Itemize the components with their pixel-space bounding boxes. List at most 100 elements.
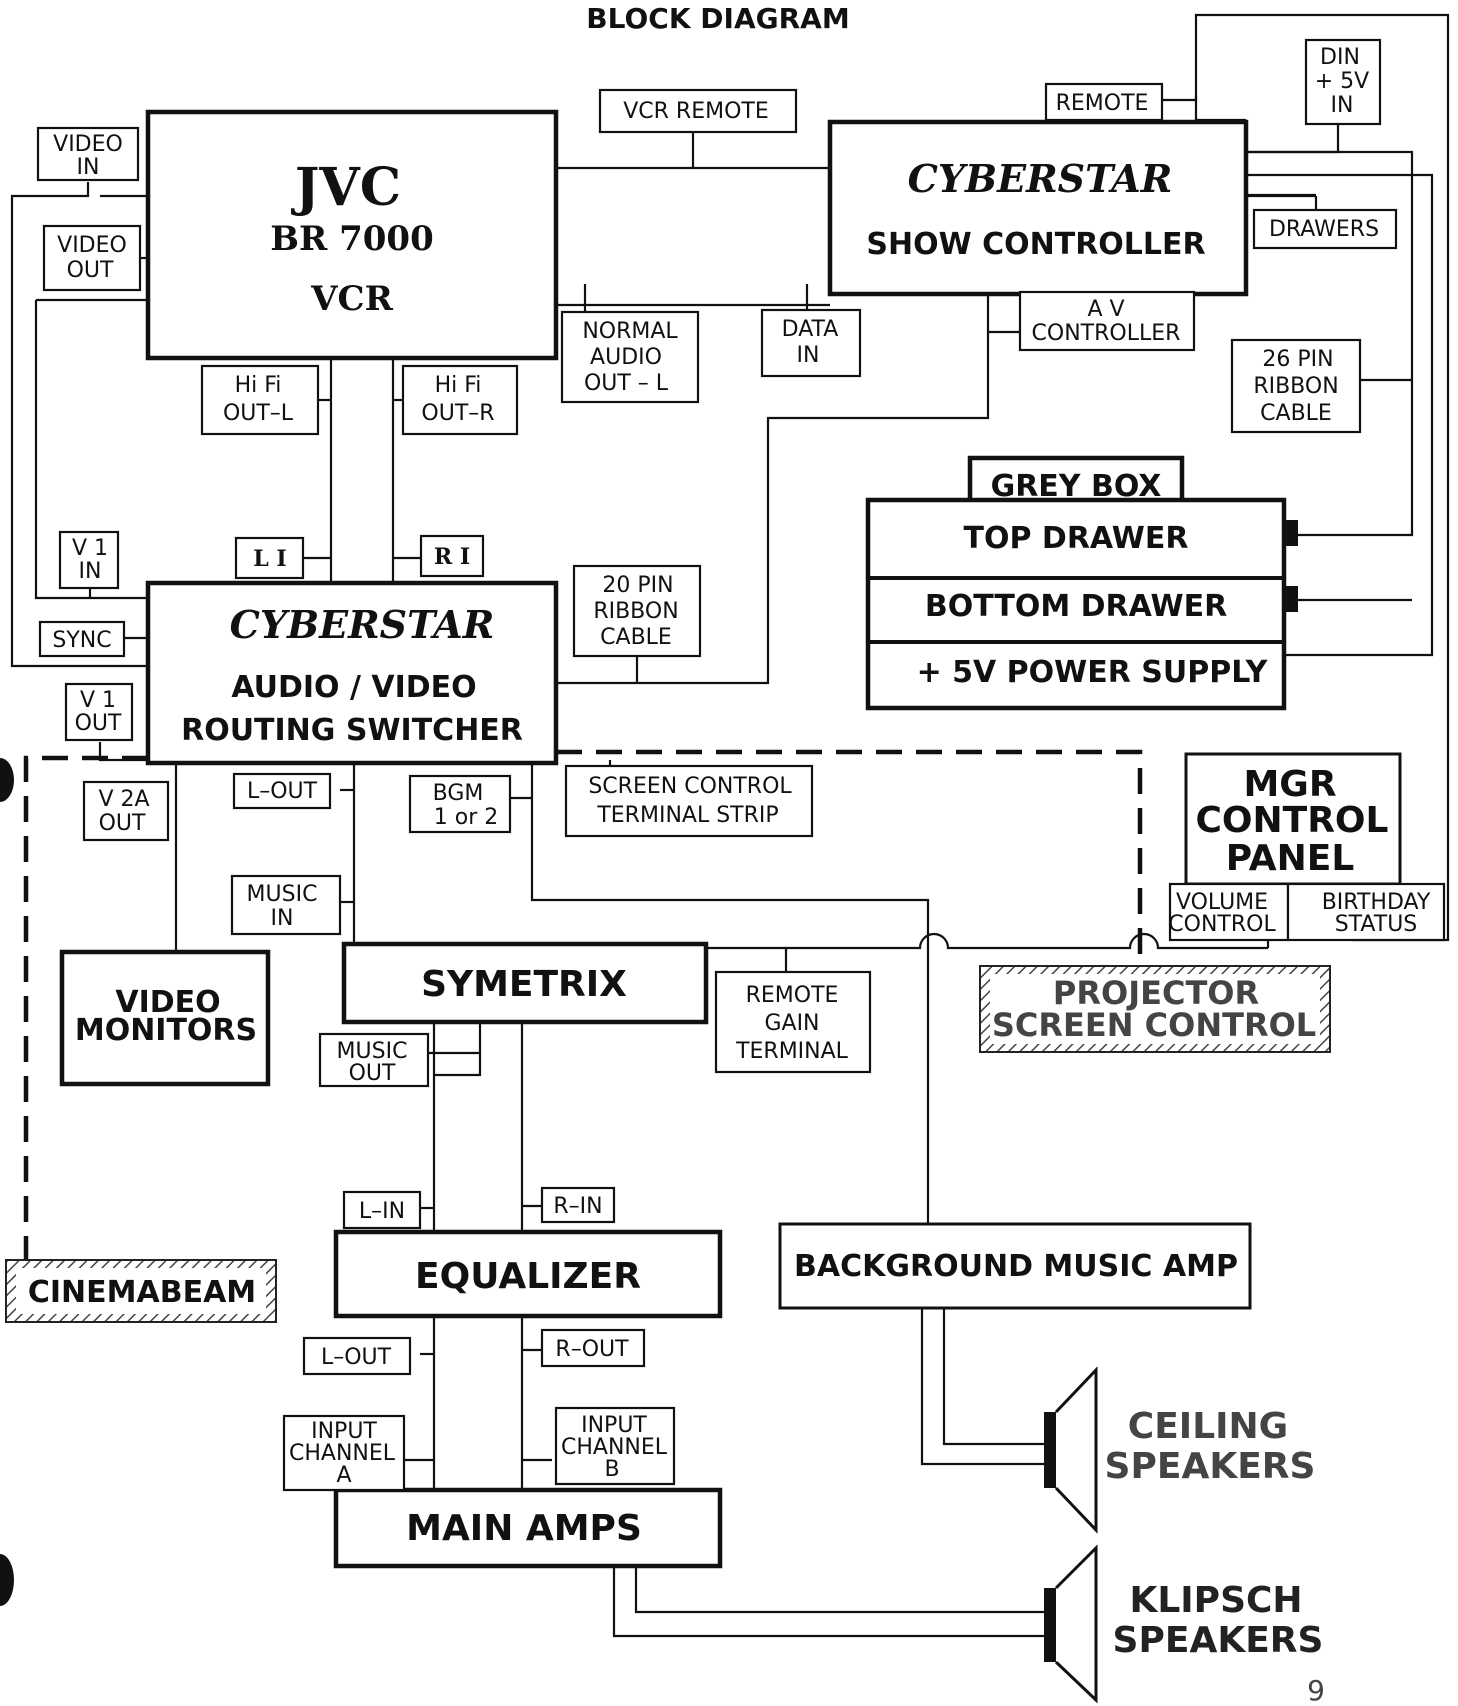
svg-text:V 2A: V 2A [98,787,149,812]
equalizer-r-in-label: R–IN [540,1186,616,1224]
ribbon-20pin-label: 20 PIN RIBBON CABLE [572,564,702,658]
v1-out-label: V 1 OUT [64,682,134,742]
svg-text:R–IN: R–IN [553,1194,602,1219]
svg-text:+ 5V: + 5V [1315,69,1369,94]
symetrix-block: SYMETRIX [341,941,709,1025]
svg-text:L–OUT: L–OUT [247,779,318,804]
svg-text:OUT: OUT [75,711,122,736]
svg-text:DIN: DIN [1320,45,1360,70]
svg-text:CHANNEL: CHANNEL [561,1435,668,1460]
svg-text:CABLE: CABLE [600,625,672,650]
svg-text:B: B [604,1457,619,1482]
svg-text:INPUT: INPUT [581,1413,647,1438]
av-controller-label: A V CONTROLLER [1018,290,1196,352]
svg-text:A: A [336,1463,351,1488]
svg-text:OUT–L: OUT–L [223,401,294,426]
klipsch-speakers-line2: SPEAKERS [1113,1620,1324,1661]
bg-music-amp-label: BACKGROUND MUSIC AMP [794,1249,1238,1284]
music-in-label: MUSIC IN [230,874,342,936]
svg-text:R I: R I [434,544,470,570]
svg-text:DRAWERS: DRAWERS [1269,217,1379,242]
left-in-label: L I [234,536,305,580]
power-supply-label: + 5V POWER SUPPLY [917,655,1269,690]
show-controller-brand: CYBERSTAR [908,156,1173,201]
symetrix-label: SYMETRIX [421,964,627,1005]
drawers-label: DRAWERS [1252,208,1398,250]
svg-text:OUT: OUT [67,258,114,283]
right-in-label: R I [419,534,485,578]
svg-text:TERMINAL STRIP: TERMINAL STRIP [596,803,778,828]
svg-text:R–OUT: R–OUT [555,1337,629,1362]
punch-hole-bottom [0,1554,14,1606]
screen-control-terminal-strip-label: SCREEN CONTROL TERMINAL STRIP [564,764,814,838]
svg-text:REMOTE: REMOTE [746,983,839,1008]
remote-gain-terminal-label: REMOTE GAIN TERMINAL [714,970,872,1074]
svg-text:OUT: OUT [99,811,146,836]
vcr-remote-label: VCR REMOTE [598,88,798,134]
top-drawer-connector [1284,520,1298,546]
svg-text:A V: A V [1087,297,1124,322]
svg-text:DATA: DATA [782,317,839,342]
din-5v-in-label: DIN + 5V IN [1304,38,1382,126]
video-in-label: VIDEO IN [36,126,140,182]
svg-text:SCREEN CONTROL: SCREEN CONTROL [588,774,792,799]
svg-text:IN: IN [77,155,100,180]
v2a-out-label: V 2A OUT [82,780,170,842]
vcr-block: JVC BR 7000 VCR [145,109,559,361]
svg-text:CONTROL: CONTROL [1168,912,1276,937]
svg-text:MUSIC: MUSIC [337,1039,408,1064]
hifi-out-l-label: Hi Fi OUT–L [200,364,320,436]
svg-text:OUT – L: OUT – L [584,371,669,396]
main-amps-label: MAIN AMPS [406,1508,642,1549]
cinemabeam-label: CINEMABEAM [28,1275,256,1310]
svg-text:RIBBON: RIBBON [593,599,678,624]
ceiling-speakers-line1: CEILING [1128,1406,1288,1447]
svg-text:BIRTHDAY: BIRTHDAY [1322,890,1431,915]
equalizer-l-out-label: L–OUT [302,1336,412,1376]
svg-text:CABLE: CABLE [1260,401,1332,426]
switcher-brand: CYBERSTAR [230,602,495,647]
ribbon-26pin-label: 26 PIN RIBBON CABLE [1230,338,1362,434]
mgr-line3: PANEL [1226,838,1355,879]
svg-text:V 1: V 1 [72,536,108,561]
svg-text:SYNC: SYNC [52,628,111,653]
input-channel-a-label: INPUT CHANNEL A [282,1414,406,1492]
svg-text:OUT: OUT [349,1061,396,1086]
show-controller-block: CYBERSTAR SHOW CONTROLLER [827,119,1249,297]
input-channel-b-label: INPUT CHANNEL B [554,1406,676,1486]
main-amps-block: MAIN AMPS [333,1487,723,1569]
bottom-drawer-label: BOTTOM DRAWER [925,589,1227,624]
svg-text:VCR REMOTE: VCR REMOTE [623,99,769,124]
svg-text:26 PIN: 26 PIN [1262,347,1333,372]
svg-text:MUSIC: MUSIC [247,882,318,907]
cinemabeam-block: CINEMABEAM [5,1259,277,1323]
svg-text:1 or 2: 1 or 2 [434,805,499,830]
equalizer-l-in-label: L–IN [342,1190,422,1230]
hifi-out-r-label: Hi Fi OUT–R [401,364,519,436]
normal-audio-out-label: NORMAL AUDIO OUT – L [560,310,700,404]
switcher-line2: AUDIO / VIDEO [231,670,476,705]
video-monitors-line1: VIDEO [115,985,220,1020]
video-monitors-block: VIDEO MONITORS [59,949,271,1087]
equalizer-label: EQUALIZER [415,1256,641,1297]
svg-text:AUDIO: AUDIO [590,345,662,370]
projector-screen-control-block: PROJECTOR SCREEN CONTROL [979,965,1331,1053]
dashed-projector-line [23,755,148,1262]
svg-text:STATUS: STATUS [1335,912,1418,937]
svg-text:L–OUT: L–OUT [321,1345,392,1370]
mgr-line1: MGR [1243,764,1336,805]
ceiling-speaker-icon [1044,1366,1098,1534]
svg-text:RIBBON: RIBBON [1253,374,1338,399]
top-drawer-label: TOP DRAWER [964,521,1189,556]
klipsch-speaker-icon [1044,1544,1098,1704]
mgr-control-panel: MGR CONTROL PANEL [1184,752,1402,886]
svg-text:OUT–R: OUT–R [421,401,494,426]
svg-text:IN: IN [797,343,820,368]
svg-text:TERMINAL: TERMINAL [735,1039,849,1064]
svg-text:NORMAL: NORMAL [582,319,678,344]
remote-label: REMOTE [1044,82,1164,122]
birthday-status-label: BIRTHDAY STATUS [1286,882,1446,942]
svg-text:20 PIN: 20 PIN [602,573,673,598]
page-number: 9 [1307,1674,1325,1706]
